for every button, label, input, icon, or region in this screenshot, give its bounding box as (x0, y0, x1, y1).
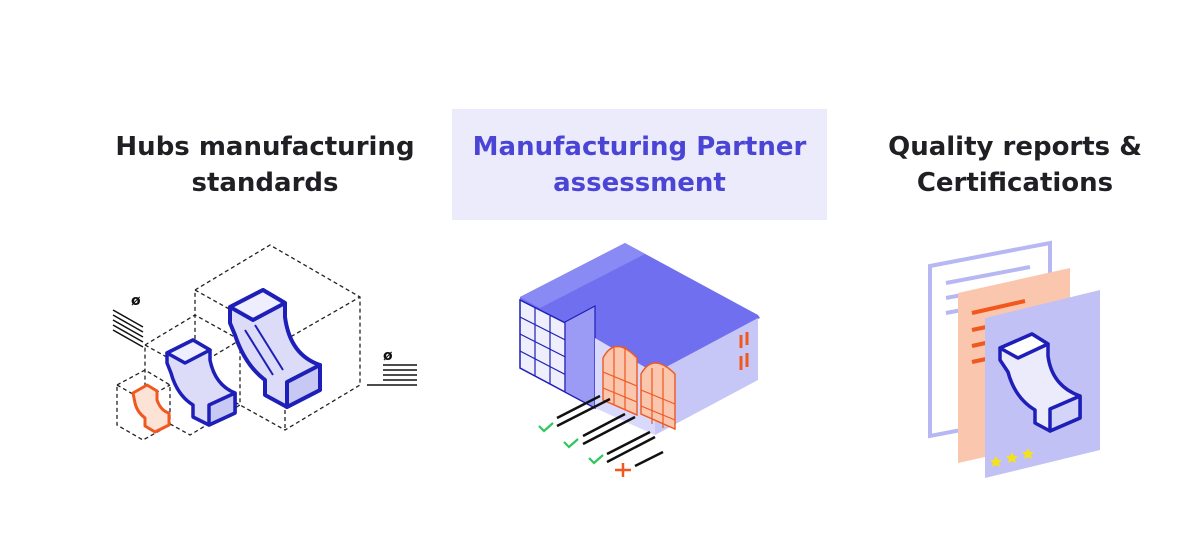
check-icon (538, 422, 604, 465)
manufactured-parts-illustration: ø ø (105, 235, 425, 450)
tab-label: Manufacturing Partner assessment (472, 131, 807, 198)
tab-label: Hubs manufacturing standards (115, 131, 415, 198)
diameter-symbol-right: ø (383, 348, 393, 364)
tab-quality-reports-certifications[interactable]: Quality reports & Certifications (835, 109, 1186, 220)
manufactured-parts-icon: ø ø (112, 244, 417, 441)
cross-icon (615, 463, 631, 477)
quality-report-documents-icon (928, 240, 1100, 478)
quality-report-illustration (920, 238, 1110, 483)
tab-label: Quality reports & Certifications (888, 131, 1142, 198)
factory-assessment-illustration (515, 240, 765, 480)
rating-stars (990, 448, 1034, 467)
tab-manufacturing-partner-assessment[interactable]: Manufacturing Partner assessment (452, 109, 827, 220)
factory-checklist-icon (519, 243, 760, 477)
tab-hubs-manufacturing-standards[interactable]: Hubs manufacturing standards (85, 109, 445, 220)
diameter-symbol-left: ø (131, 293, 141, 309)
